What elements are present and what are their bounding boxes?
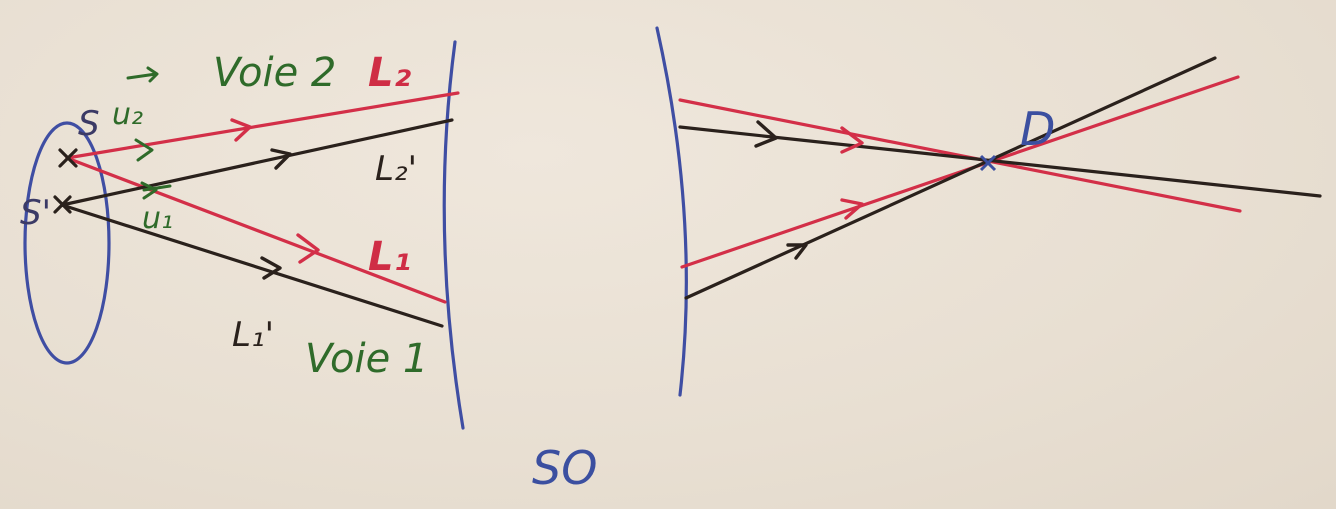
- detector-D-marker: [979, 154, 997, 172]
- vec-arrow-u1: [142, 184, 172, 192]
- label-u1: u₁: [142, 201, 173, 236]
- label-S-prime: S': [20, 193, 51, 233]
- label-L1-prime: L₁': [232, 315, 274, 355]
- vec-arrow-u2: [126, 66, 159, 83]
- arrow-black-upper: [754, 120, 778, 148]
- label-L2-prime: L₂': [375, 149, 417, 189]
- ray-L1-prime: [60, 203, 444, 328]
- right-mirror: [655, 26, 688, 397]
- source-ellipse: [23, 121, 111, 365]
- label-D: D: [1020, 102, 1055, 156]
- source-S-marker: [58, 148, 78, 168]
- label-voie2: Voie 2: [213, 50, 336, 96]
- ray-black-lower-right: [684, 56, 1217, 300]
- arrow-L1-prime: [260, 256, 282, 280]
- label-S: S: [78, 104, 100, 144]
- label-voie1: Voie 1: [305, 336, 428, 382]
- ray-L2-prime: [60, 118, 454, 207]
- arrow-L1: [296, 233, 320, 264]
- arrow-L2: [230, 118, 252, 142]
- ray-red-upper-right: [678, 98, 1242, 213]
- arrow-u1: [140, 181, 158, 200]
- label-L2: L₂: [368, 50, 411, 96]
- ray-black-upper-right: [678, 125, 1322, 198]
- arrow-red-lower: [840, 198, 864, 220]
- arrow-L2-prime: [270, 148, 292, 170]
- label-SO: SO: [532, 441, 597, 495]
- left-mirror: [442, 40, 465, 430]
- label-u2: u₂: [112, 97, 143, 132]
- ray-L2: [65, 91, 460, 160]
- arrow-u2: [134, 138, 154, 162]
- label-L1: L₁: [368, 234, 411, 280]
- source-S-prime-marker: [53, 195, 72, 214]
- arrow-red-upper: [840, 126, 864, 154]
- ray-L1: [65, 156, 447, 304]
- arrow-black-lower: [786, 243, 808, 260]
